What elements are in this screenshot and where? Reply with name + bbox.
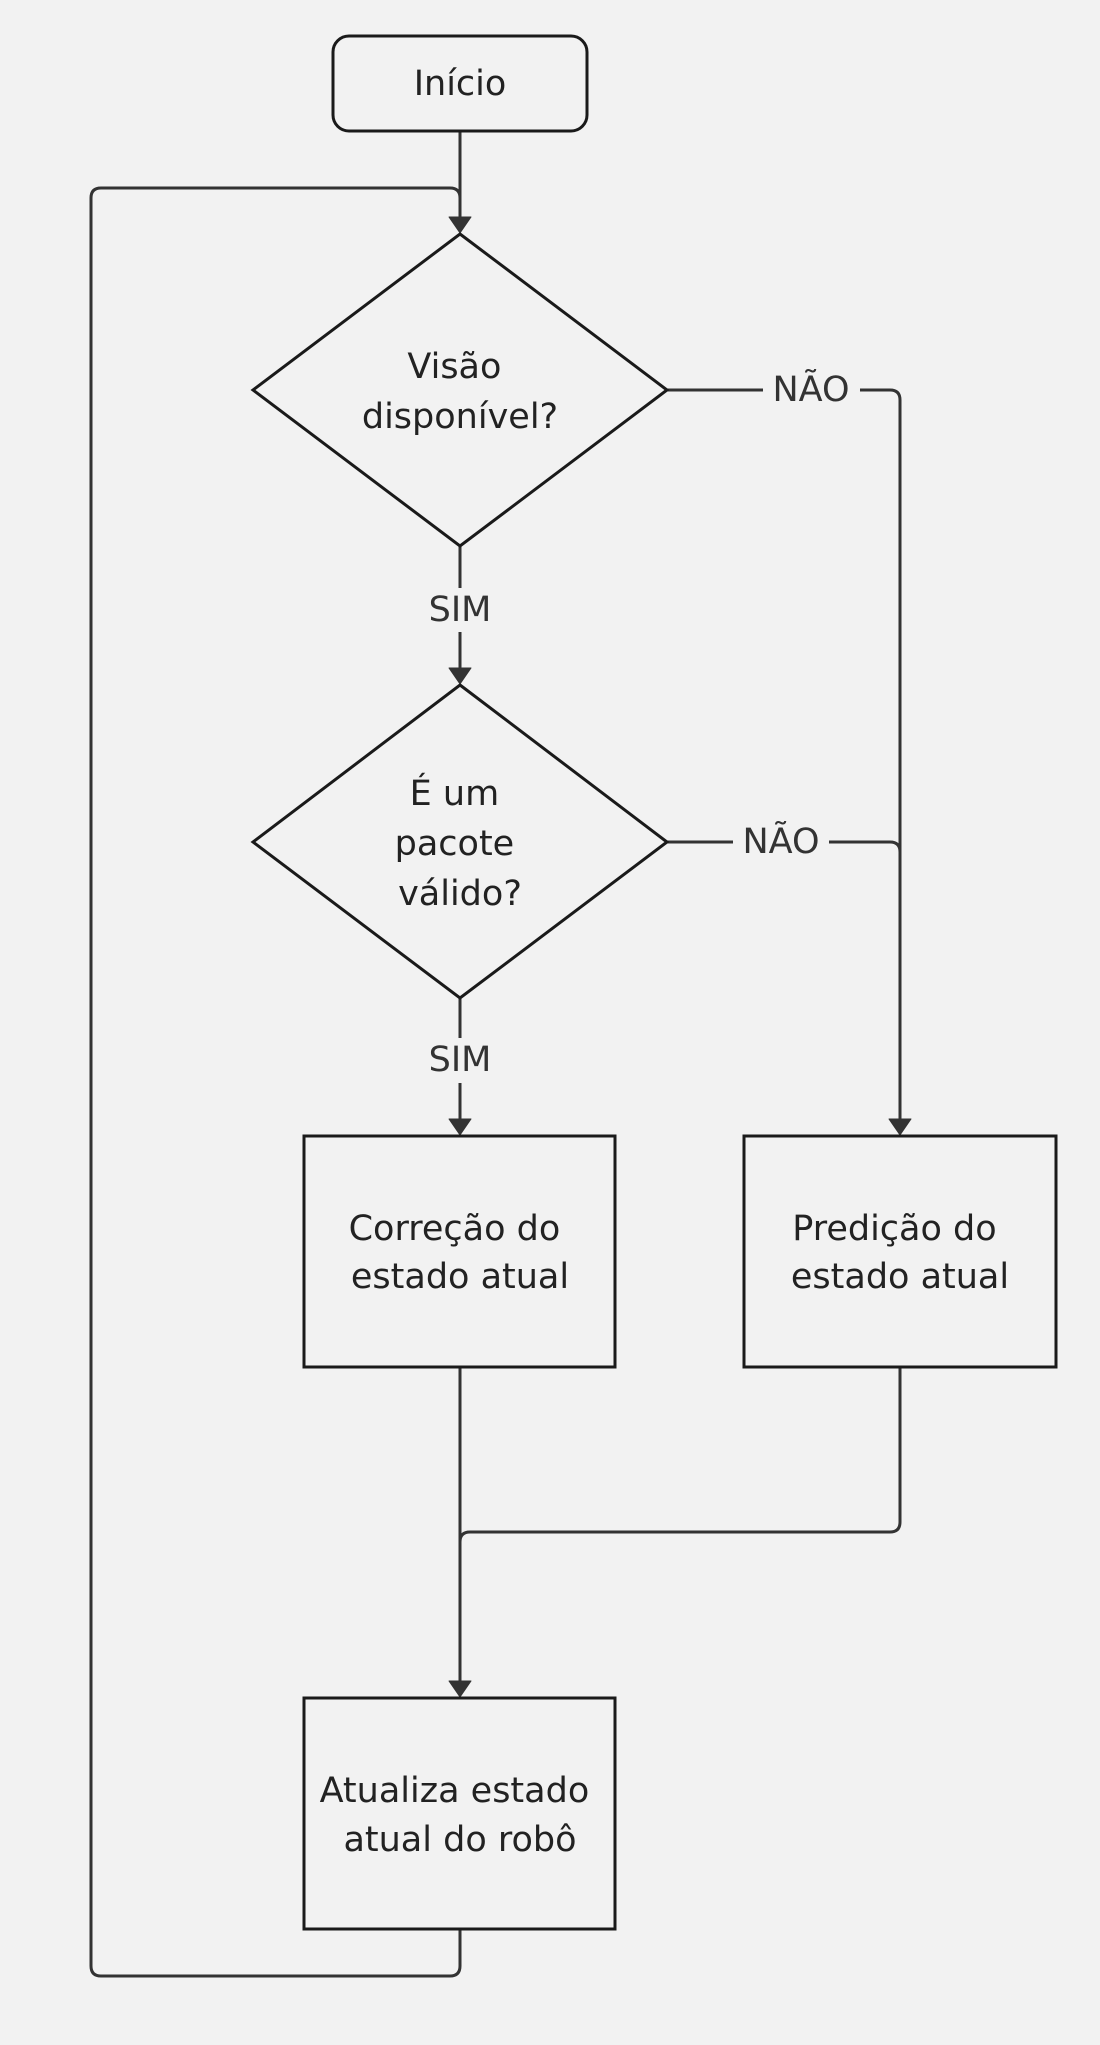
- node-prediction: Predição do estado atual: [742, 1134, 1058, 1369]
- packet-decision-line-1: É um: [410, 772, 500, 814]
- packet-decision-line-2: pacote: [395, 824, 515, 864]
- update-line-2: atual do robô: [343, 1820, 576, 1860]
- packet-decision-diamond: [250, 683, 670, 1000]
- packet-no-label: NÃO: [742, 820, 819, 862]
- prediction-line-1: Predição do: [792, 1209, 996, 1249]
- start-terminal-shape: [331, 34, 589, 133]
- vision-yes-label: SIM: [429, 590, 492, 630]
- node-correction: Correção do estado atual: [302, 1134, 617, 1369]
- arrowhead-correction-top: [448, 1118, 472, 1136]
- correction-line-2: estado atual: [351, 1257, 569, 1297]
- vision-decision-line-2: disponível?: [362, 397, 558, 437]
- correction-label: Correção do estado atual: [349, 1209, 572, 1297]
- packet-yes-label: SIM: [429, 1040, 492, 1080]
- connector-loop-back: [89, 186, 462, 1978]
- arrowhead-update-top: [448, 1680, 472, 1698]
- connector-packet-no-right: [829, 840, 902, 853]
- arrowhead-vision-top: [448, 216, 472, 234]
- arrowhead-prediction-top: [888, 1118, 912, 1136]
- prediction-line-2: estado atual: [791, 1257, 1009, 1297]
- arrowhead-packet-top: [448, 667, 472, 685]
- vision-decision-diamond: [250, 232, 670, 548]
- update-line-1: Atualiza estado: [320, 1771, 590, 1811]
- node-start: Início: [331, 34, 589, 133]
- correction-process-shape: [302, 1134, 617, 1369]
- connector-vision-no-right: [860, 388, 902, 1120]
- correction-line-1: Correção do: [349, 1209, 561, 1249]
- connectors: [89, 131, 912, 1978]
- vision-decision-label: Visão disponível?: [362, 347, 558, 437]
- node-packet-decision: É um pacote válido?: [250, 683, 670, 1000]
- packet-decision-line-3: válido?: [398, 874, 522, 914]
- packet-decision-label: É um pacote válido?: [395, 772, 526, 914]
- node-update: Atualiza estado atual do robô: [302, 1696, 617, 1931]
- start-label: Início: [414, 64, 507, 104]
- connector-prediction-to-update: [458, 1367, 902, 1543]
- node-vision-decision: Visão disponível?: [250, 232, 670, 548]
- update-label: Atualiza estado atual do robô: [320, 1771, 601, 1860]
- prediction-process-shape: [742, 1134, 1058, 1369]
- prediction-label: Predição do estado atual: [791, 1209, 1009, 1297]
- vision-decision-line-1: Visão: [407, 347, 501, 387]
- update-process-shape: [302, 1696, 617, 1931]
- vision-no-label: NÃO: [772, 368, 849, 410]
